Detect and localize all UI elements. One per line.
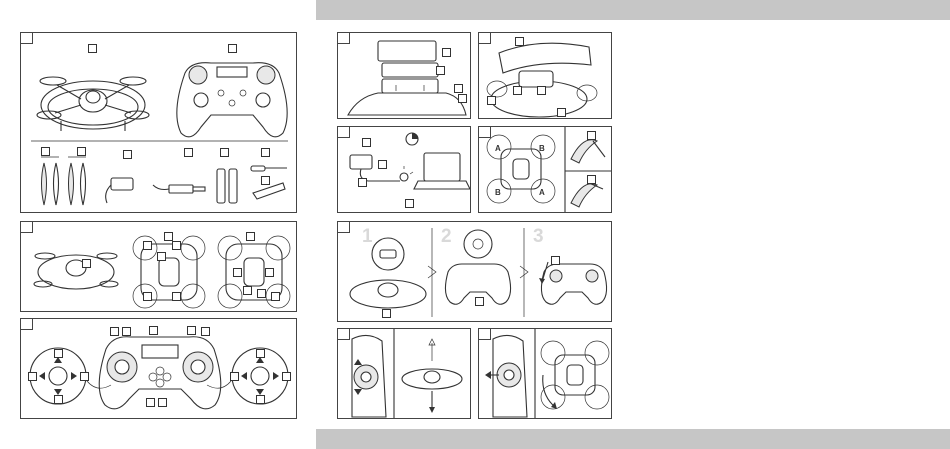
panel-battery-insert [337,32,471,119]
header-band [316,0,950,20]
drone-icon [37,77,149,131]
callout [157,252,166,261]
callout [54,395,63,404]
callout [158,398,167,407]
callout [256,395,265,404]
arm-letter: A [495,144,501,153]
panel-charging [337,126,471,213]
callout [149,326,158,335]
charger-icon [350,155,372,169]
callout [80,372,89,381]
callout [246,232,255,241]
callout [184,148,193,157]
callout [513,86,522,95]
callout [146,398,155,407]
callout [88,44,97,53]
callout [261,176,270,185]
controller-icon [541,264,606,304]
callout [557,108,566,117]
callout [551,256,560,265]
callout [265,268,274,277]
callout [172,292,181,301]
callout [587,131,596,140]
usb-cable-icon [153,185,205,193]
rotate-illustration [479,329,612,419]
drone-views-illustration [21,222,297,312]
callout [271,292,280,301]
callout [143,241,152,250]
callout [436,66,445,75]
callout [82,259,91,268]
callout [362,138,371,147]
callout [187,326,196,335]
pairing-steps-illustration [338,222,612,322]
callout [228,44,237,53]
callout [475,297,484,306]
battery-icon [382,79,438,93]
panel-pairing-steps: 1 2 3 [337,221,612,322]
callout [41,147,50,156]
callout [28,372,37,381]
arm-letter: B [495,188,501,197]
callout [220,148,229,157]
arm-letter: A [539,188,545,197]
callout [201,327,210,336]
arm-letter: B [539,144,545,153]
callout [172,241,181,250]
laptop-icon [424,153,460,181]
callout [233,268,242,277]
callout [442,48,451,57]
callout [257,289,266,298]
drone-icon [541,341,609,409]
callout [537,86,546,95]
callout [282,372,291,381]
callout [122,327,131,336]
callout [358,178,367,187]
propeller-icon [41,157,86,205]
callout [243,286,252,295]
callout [143,292,152,301]
battery-icon [217,169,237,203]
callout [110,327,119,336]
callout [382,309,391,318]
panel-contents [20,32,297,213]
drone-icon [34,253,118,289]
battery-insert-illustration [338,33,471,119]
footer-band [316,429,950,449]
throttle-illustration [338,329,471,419]
callout [123,150,132,159]
panel-controller-layout [20,318,297,419]
panel-drone-views [20,221,297,312]
panel-propellers: A B B A [478,126,612,213]
drone-battery-illustration [479,33,612,119]
callout [54,349,63,358]
callout [458,94,467,103]
screwdriver-icon [593,141,605,157]
callout [587,175,596,184]
panel-drone-battery [478,32,612,119]
callout [405,199,414,208]
charger-icon [106,178,133,203]
rotate-icon [543,375,555,407]
callout [515,37,524,46]
callout [230,372,239,381]
callout [378,160,387,169]
controller-icon [177,63,287,137]
callout [487,96,496,105]
callout [454,84,463,93]
battery-icon [382,63,438,77]
panel-rotate [478,328,612,419]
contents-illustration [21,33,297,213]
panel-throttle [337,328,471,419]
led-icon [400,173,408,181]
callout [261,148,270,157]
propeller-icon [571,140,597,207]
callout [256,349,265,358]
callout [77,147,86,156]
callout [164,232,173,241]
